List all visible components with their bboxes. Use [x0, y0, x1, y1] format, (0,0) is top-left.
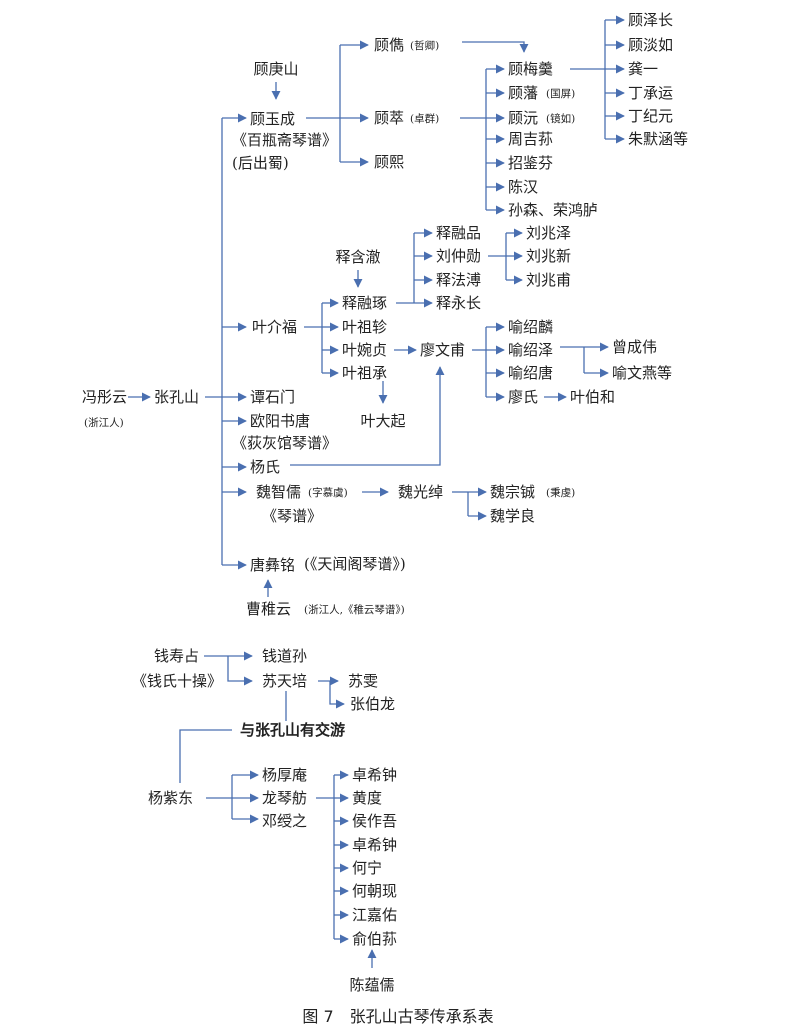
- node-ye-daqi: 叶大起: [360, 412, 405, 430]
- qian-group-labels: 钱寿占 《钱氏十操》 钱道孙 苏天培 苏雯 张伯龙 与张孔山有交游: [132, 647, 395, 739]
- node-yang-houan: 杨厚庵: [262, 766, 307, 784]
- edge-zidong-friends: [179, 729, 232, 783]
- node-tang-yiming: 唐彝铭: [250, 556, 295, 574]
- node-zhao-jianfen: 招鉴芬: [508, 154, 553, 172]
- edge-qian-tianpei: [227, 656, 253, 686]
- node-gu-fan: 顾藩: [508, 84, 538, 102]
- node-zhang-bolong: 张伯龙: [350, 695, 395, 713]
- node-gu-danru: 顾淡如: [628, 36, 673, 54]
- node-yu-wenyan: 喻文燕等: [612, 364, 672, 382]
- node-liao-shi: 廖氏: [508, 388, 538, 406]
- note-gu-fan: (国屏): [546, 88, 575, 100]
- node-qian-daosun: 钱道孙: [262, 647, 307, 665]
- node-feng-tongyun: 冯彤云: [82, 388, 127, 406]
- node-friends: 与张孔山有交游: [240, 721, 345, 739]
- note-gu-jun: (哲卿): [410, 40, 439, 52]
- note-gu-cui: (卓群): [410, 112, 439, 125]
- node-chen-han: 陈汉: [508, 178, 538, 196]
- figure-caption: 图 7 张孔山古琴传承系表: [302, 1007, 493, 1026]
- note-feng-tongyun: (浙江人): [84, 417, 124, 429]
- node-gu-xi: 顾熙: [374, 153, 404, 171]
- node-shi-fapu: 释法溥: [436, 271, 481, 289]
- note-wei-zhiru: (字慕虞): [308, 486, 348, 499]
- edge-tianpei-bolong: [329, 681, 345, 709]
- node-zhu-mohan: 朱默涵等: [628, 130, 688, 148]
- node-he-ning: 何宁: [352, 859, 382, 877]
- node-liu-zhaoze: 刘兆泽: [526, 224, 571, 242]
- gu-lineage-labels: 顾庚山 顾玉成 《百瓶斋琴谱》 (后出蜀) 顾儁 (哲卿) 顾萃 (卓群) 顾熙…: [232, 11, 688, 219]
- node-wei-zhiru: 魏智儒: [256, 483, 301, 501]
- node-liao-wenfu: 廖文甫: [420, 341, 465, 359]
- note-wei-zongcheng: (秉虔): [546, 486, 575, 499]
- node-wei-zongcheng: 魏宗铖: [490, 483, 535, 501]
- node-ye-zucheng: 叶祖承: [342, 364, 387, 382]
- node-hou-zuowu: 侯作吾: [352, 812, 397, 830]
- node-cao-zhiyun: 曹稚云: [246, 600, 291, 618]
- node-ding-jiyuan: 丁纪元: [628, 107, 673, 125]
- node-shi-hanche: 释含澈: [335, 248, 380, 266]
- node-qian-shouzhan: 钱寿占: [154, 647, 199, 665]
- node-zhuo-xizhong-1: 卓希钟: [352, 766, 397, 784]
- node-yu-shaoze: 喻绍泽: [508, 341, 553, 359]
- edge-yangshi-liao: [290, 366, 445, 466]
- node-gu-zechang: 顾泽长: [628, 11, 673, 29]
- node-gu-gengshan: 顾庚山: [253, 60, 298, 78]
- note-cao: (浙江人,《稚云琴谱》): [304, 603, 405, 616]
- node-yu-shaotang: 喻绍唐: [508, 364, 553, 382]
- node-ye-wanzhen: 叶婉贞: [342, 341, 387, 359]
- node-shi-rongzhuo: 释融琢: [342, 294, 387, 312]
- node-zhuo-xizhong-2: 卓希钟: [352, 836, 397, 854]
- node-ouyang-shutang: 欧阳书唐: [250, 412, 310, 430]
- note-gu-yucheng-shu: (后出蜀): [232, 154, 289, 172]
- node-zhang-kongshan: 张孔山: [154, 388, 199, 406]
- node-long-qinfang: 龙琴舫: [262, 789, 307, 807]
- edge-gujun-meixian: [462, 41, 529, 53]
- node-wei-guangzhuo: 魏光绰: [398, 483, 443, 501]
- node-gu-yuan: 顾沅: [508, 109, 538, 127]
- node-su-tianpei: 苏天培: [262, 672, 307, 690]
- node-jiang-jiayou: 江嘉佑: [352, 906, 397, 924]
- node-ye-jiefu: 叶介福: [252, 318, 297, 336]
- note-wei-zhiru-book: 《琴谱》: [262, 507, 322, 525]
- node-wei-xueliang: 魏学良: [490, 507, 535, 525]
- node-gu-cui: 顾萃: [374, 109, 404, 127]
- node-yu-shaolin: 喻绍麟: [508, 318, 553, 336]
- node-yu-bosun: 俞伯荪: [352, 930, 397, 948]
- node-sun-sen: 孙森、荣鸿胪: [508, 201, 598, 219]
- connectors: [128, 15, 625, 968]
- note-ouyang: 《荻灰馆琴谱》: [232, 434, 337, 452]
- ye-lineage-labels: 叶介福 释含澈 释融琢 叶祖轸 叶婉贞 叶祖承 叶大起 释融品 刘仲勋 释法溥 …: [252, 224, 672, 430]
- node-gu-meixian: 顾梅羹: [508, 60, 553, 78]
- node-gong-yi: 龚一: [628, 60, 658, 78]
- root-labels: 冯彤云 (浙江人) 张孔山 谭石门 欧阳书唐 《荻灰馆琴谱》 杨氏 魏智儒 (字…: [82, 388, 575, 618]
- note-qian: 《钱氏十操》: [132, 672, 222, 690]
- node-yang-zidong: 杨紫东: [148, 789, 193, 807]
- node-shi-rongpin: 释融品: [436, 224, 481, 242]
- node-gu-jun: 顾儁: [374, 36, 404, 54]
- node-ye-bohe: 叶伯和: [570, 388, 615, 406]
- node-shi-yongchang: 释永长: [436, 294, 481, 312]
- note-tang: (《天闻阁琴谱》): [304, 555, 406, 573]
- node-ye-zuling: 叶祖轸: [342, 318, 387, 336]
- node-chen-yunru: 陈蕴儒: [349, 976, 394, 994]
- node-gu-yucheng: 顾玉成: [250, 110, 295, 128]
- node-liu-zhaoxin: 刘兆新: [526, 247, 571, 265]
- node-ding-chengyun: 丁承运: [628, 84, 673, 102]
- node-liu-zhongxun: 刘仲勋: [436, 247, 481, 265]
- note-gu-yuan: (镜如): [546, 112, 575, 125]
- node-deng-shouzhi: 邓绶之: [262, 812, 307, 830]
- node-tan-shimen: 谭石门: [250, 388, 295, 406]
- node-zeng-chengwei: 曾成伟: [612, 338, 657, 356]
- node-he-chaoxian: 何朝现: [352, 882, 397, 900]
- note-gu-yucheng-book: 《百瓶斋琴谱》: [232, 131, 337, 149]
- node-liu-zhaofu: 刘兆甫: [526, 271, 571, 289]
- node-zhou-jisun: 周吉荪: [508, 130, 553, 148]
- node-su-wen: 苏雯: [348, 672, 378, 690]
- node-yang-shi: 杨氏: [250, 458, 280, 476]
- yang-group-labels: 杨紫东 杨厚庵 龙琴舫 邓绶之 卓希钟 黄度 侯作吾 卓希钟 何宁 何朝现 江嘉…: [148, 766, 397, 994]
- node-huang-du: 黄度: [352, 789, 382, 807]
